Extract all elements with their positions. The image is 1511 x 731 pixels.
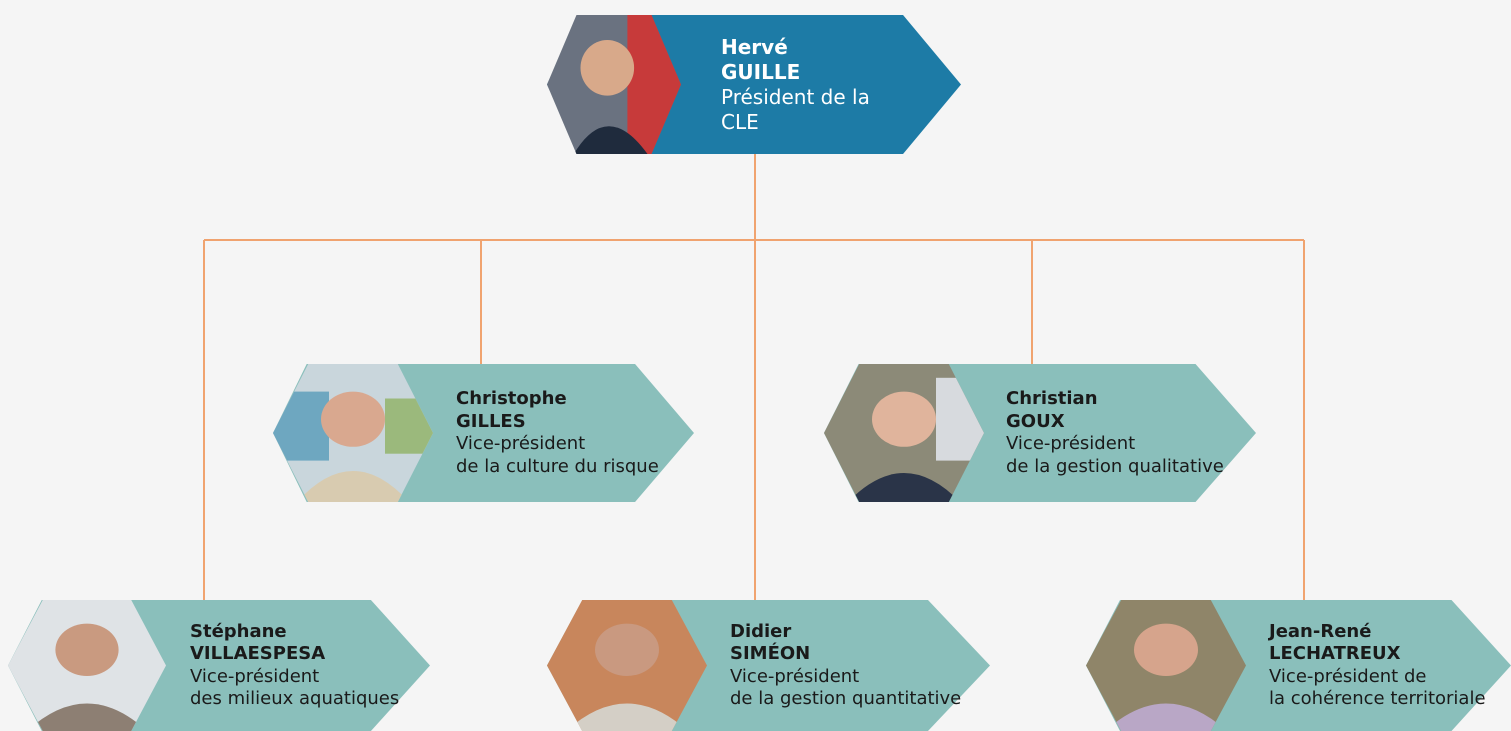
- card-text: Stéphane VILLAESPESA Vice-président des …: [190, 621, 399, 711]
- portrait-photo: [8, 600, 166, 731]
- person-firstname: Jean-René: [1269, 620, 1372, 642]
- person-firstname: Didier: [730, 620, 792, 642]
- portrait-photo: [1086, 600, 1246, 731]
- person-firstname: Stéphane: [190, 620, 287, 642]
- person-lastname: SIMÉON: [730, 643, 811, 664]
- person-firstname: Christophe: [456, 388, 567, 409]
- portrait-photo: [547, 600, 707, 731]
- person-role: Vice-président de la gestion qualitative: [1006, 433, 1224, 477]
- person-role: Président de la CLE: [721, 84, 870, 134]
- person-lastname: VILLAESPESA: [190, 643, 326, 664]
- card-text: Christophe GILLES Vice-président de la c…: [456, 388, 659, 478]
- person-lastname: GUILLE: [721, 59, 801, 84]
- card-text: Hervé GUILLE Président de la CLE: [721, 35, 870, 135]
- portrait-photo: [273, 364, 433, 502]
- org-card-didier: Didier SIMÉON Vice-président de la gesti…: [547, 600, 990, 731]
- portrait-photo: [547, 15, 681, 154]
- person-lastname: GOUX: [1006, 410, 1065, 432]
- person-role: Vice-président de la cohérence territori…: [1269, 665, 1486, 710]
- org-card-christian: Christian GOUX Vice-président de la gest…: [824, 364, 1256, 502]
- portrait-photo: [824, 364, 984, 502]
- person-lastname: GILLES: [456, 410, 526, 432]
- org-card-christophe: Christophe GILLES Vice-président de la c…: [273, 364, 694, 502]
- card-text: Didier SIMÉON Vice-président de la gesti…: [730, 621, 961, 711]
- org-card-stephane: Stéphane VILLAESPESA Vice-président des …: [8, 600, 430, 731]
- card-text: Jean-René LECHATREUX Vice-président de l…: [1269, 621, 1486, 711]
- person-role: Vice-président de la culture du risque: [456, 433, 659, 477]
- person-firstname: Hervé: [721, 34, 788, 59]
- org-card-president: Hervé GUILLE Président de la CLE: [547, 15, 961, 154]
- card-text: Christian GOUX Vice-président de la gest…: [1006, 388, 1224, 478]
- person-firstname: Christian: [1006, 388, 1098, 409]
- person-role: Vice-président des milieux aquatiques: [190, 665, 400, 710]
- person-lastname: LECHATREUX: [1269, 643, 1401, 664]
- person-role: Vice-président de la gestion quantitativ…: [730, 665, 962, 710]
- org-card-jeanrene: Jean-René LECHATREUX Vice-président de l…: [1086, 600, 1511, 731]
